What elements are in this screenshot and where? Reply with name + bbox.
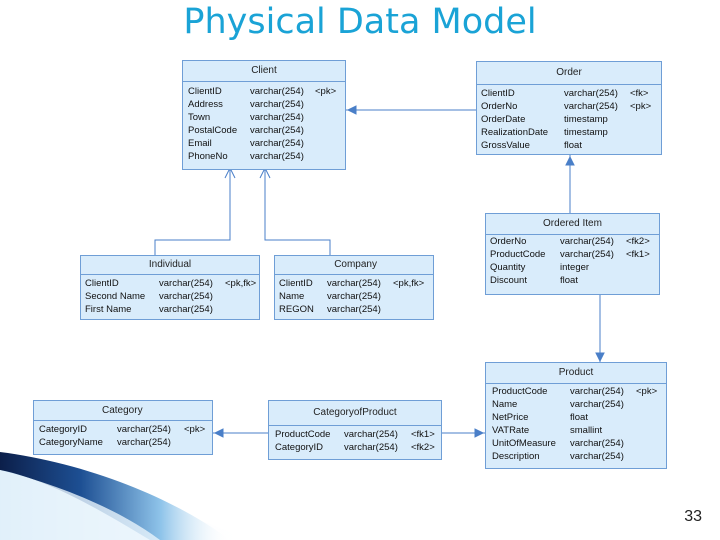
entity-company-title: Company [275, 256, 433, 275]
attr-key: <fk> [630, 88, 649, 99]
attr-key: <pk> [636, 386, 658, 397]
attr-type: varchar(254) [570, 438, 624, 449]
attr-type: float [570, 412, 588, 423]
attr-type: varchar(254) [327, 291, 381, 302]
attr-type: varchar(254) [250, 112, 304, 123]
attr-type: varchar(254) [564, 101, 618, 112]
attr-key: <pk> [315, 86, 337, 97]
attr-type: varchar(254) [560, 249, 614, 260]
entity-category-of-product-attributes: ProductCode varchar(254) <fk1> CategoryI… [269, 425, 441, 453]
attr-type: varchar(254) [560, 236, 614, 247]
attr-type: varchar(254) [570, 386, 624, 397]
entity-category-of-product[interactable]: CategoryofProduct ProductCode varchar(25… [268, 400, 442, 460]
attr-key: <fk2> [626, 236, 650, 247]
attr-key: <pk,fk> [393, 278, 425, 289]
attr-name: Address [188, 99, 223, 110]
attr-name: Name [492, 399, 518, 410]
attr-name: ProductCode [492, 386, 548, 397]
attr-type: varchar(254) [250, 151, 304, 162]
attr-type: varchar(254) [570, 399, 624, 410]
entity-order-title: Order [477, 62, 661, 85]
attr-type: varchar(254) [250, 99, 304, 110]
entity-category-of-product-title: CategoryofProduct [313, 407, 397, 418]
attr-type: varchar(254) [159, 291, 213, 302]
attr-type: varchar(254) [250, 86, 304, 97]
attr-type: varchar(254) [117, 437, 171, 448]
page-title: Physical Data Model [183, 2, 537, 42]
attr-name: PhoneNo [188, 151, 228, 162]
attr-name: ProductCode [490, 249, 546, 260]
attr-type: float [564, 140, 582, 151]
entity-ordered-item-title: Ordered Item [486, 214, 659, 235]
attr-name: ClientID [188, 86, 222, 97]
attr-name: Email [188, 138, 212, 149]
entity-company[interactable]: Company ClientID varchar(254) <pk,fk> Na… [274, 255, 434, 320]
attr-name: ProductCode [275, 429, 331, 440]
attr-name: ClientID [85, 278, 119, 289]
attr-name: OrderNo [481, 101, 518, 112]
attr-type: integer [560, 262, 590, 273]
attr-name: Second Name [85, 291, 146, 302]
attr-type: timestamp [564, 127, 608, 138]
attr-key: <pk,fk> [225, 278, 257, 289]
attr-name: Discount [490, 275, 527, 286]
entity-product[interactable]: Product ProductCode varchar(254) <pk> Na… [485, 362, 667, 469]
attr-type: varchar(254) [344, 442, 398, 453]
attr-name: First Name [85, 304, 132, 315]
attr-type: varchar(254) [327, 278, 381, 289]
attr-type: varchar(254) [344, 429, 398, 440]
attr-name: OrderNo [490, 236, 527, 247]
entity-individual-title: Individual [81, 256, 259, 275]
entity-category[interactable]: Category CategoryID varchar(254) <pk> Ca… [33, 400, 213, 455]
attr-type: varchar(254) [250, 125, 304, 136]
attr-key: <fk1> [626, 249, 650, 260]
attr-name: CategoryID [275, 442, 324, 453]
attr-name: NetPrice [492, 412, 529, 423]
attr-type: varchar(254) [327, 304, 381, 315]
attr-type: varchar(254) [159, 278, 213, 289]
attr-name: Quantity [490, 262, 526, 273]
attr-name: REGON [279, 304, 314, 315]
attr-name: GrossValue [481, 140, 530, 151]
attr-name: CategoryID [39, 424, 88, 435]
entity-order[interactable]: Order ClientID varchar(254) <fk> OrderNo… [476, 61, 662, 155]
attr-name: PostalCode [188, 125, 238, 136]
attr-key: <pk> [630, 101, 652, 112]
attr-type: varchar(254) [250, 138, 304, 149]
entity-category-title: Category [34, 401, 212, 421]
attr-name: VATRate [492, 425, 530, 436]
attr-name: RealizationDate [481, 127, 549, 138]
attr-name: Town [188, 112, 211, 123]
attr-type: float [560, 275, 578, 286]
attr-type: smallint [570, 425, 603, 436]
attr-name: OrderDate [481, 114, 526, 125]
entity-individual[interactable]: Individual ClientID varchar(254) <pk,fk>… [80, 255, 260, 320]
entity-client[interactable]: Client ClientID varchar(254) <pk> Addres… [182, 60, 346, 170]
attr-type: varchar(254) [570, 451, 624, 462]
attr-name: CategoryName [39, 437, 103, 448]
attr-type: varchar(254) [159, 304, 213, 315]
attr-key: <fk1> [411, 429, 435, 440]
attr-key: <fk2> [411, 442, 435, 453]
line-company-client [264, 170, 331, 255]
attr-name: Description [492, 451, 540, 462]
attr-name: Name [279, 291, 305, 302]
attr-key: <pk> [184, 424, 206, 435]
attr-name: UnitOfMeasure [492, 438, 556, 449]
attr-name: ClientID [481, 88, 515, 99]
page-number: 33 [684, 508, 702, 525]
attr-name: ClientID [279, 278, 313, 289]
entity-client-title: Client [183, 61, 345, 82]
entity-ordered-item[interactable]: Ordered Item OrderNo varchar(254) <fk2> … [485, 213, 660, 295]
entity-product-title: Product [486, 363, 666, 384]
line-individual-client [154, 170, 231, 255]
attr-type: timestamp [564, 114, 608, 125]
attr-type: varchar(254) [117, 424, 171, 435]
attr-type: varchar(254) [564, 88, 618, 99]
